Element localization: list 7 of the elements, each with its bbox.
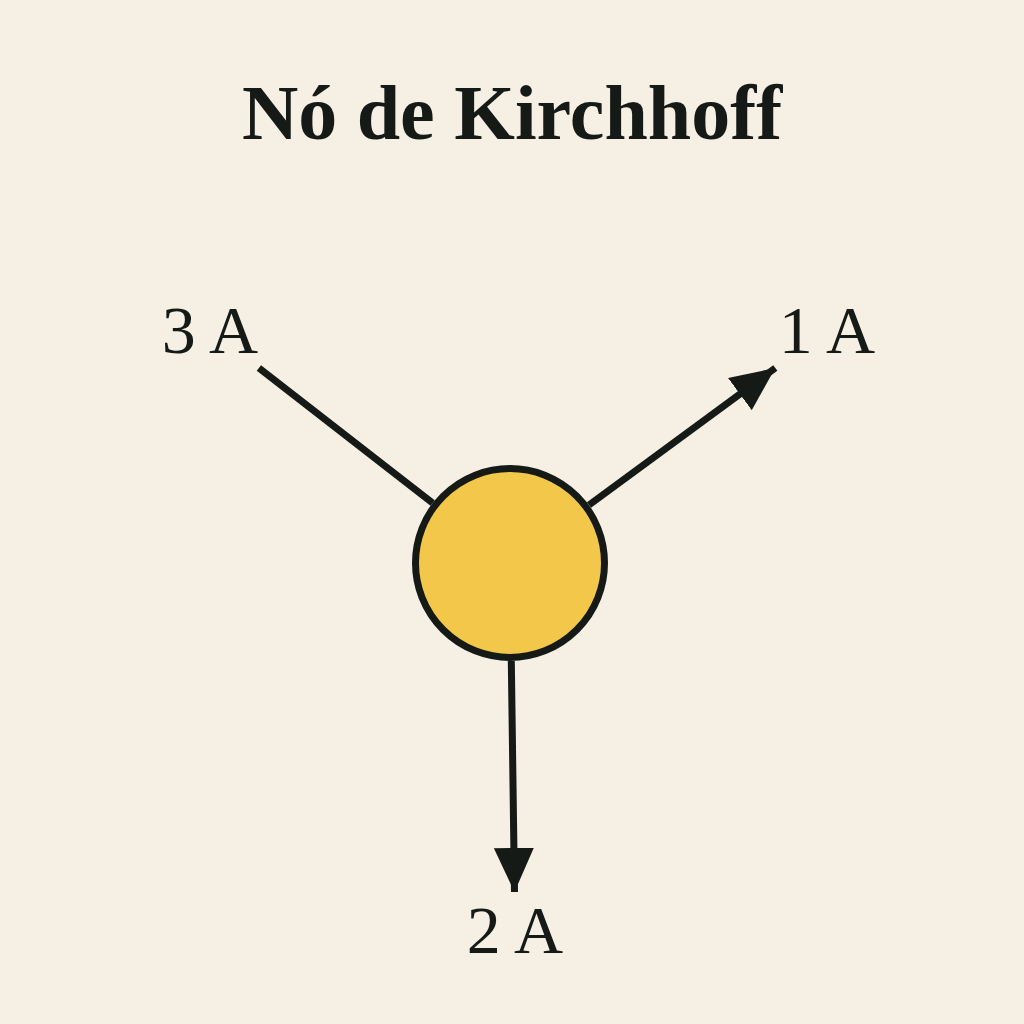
current-label: 2 A <box>448 892 582 968</box>
arrow <box>493 660 534 893</box>
arrow <box>586 365 778 508</box>
current-label: 3 A <box>140 292 280 368</box>
title: Nó de Kirchhoff <box>240 68 784 158</box>
current-label: 1 A <box>762 292 892 368</box>
line <box>256 365 435 506</box>
